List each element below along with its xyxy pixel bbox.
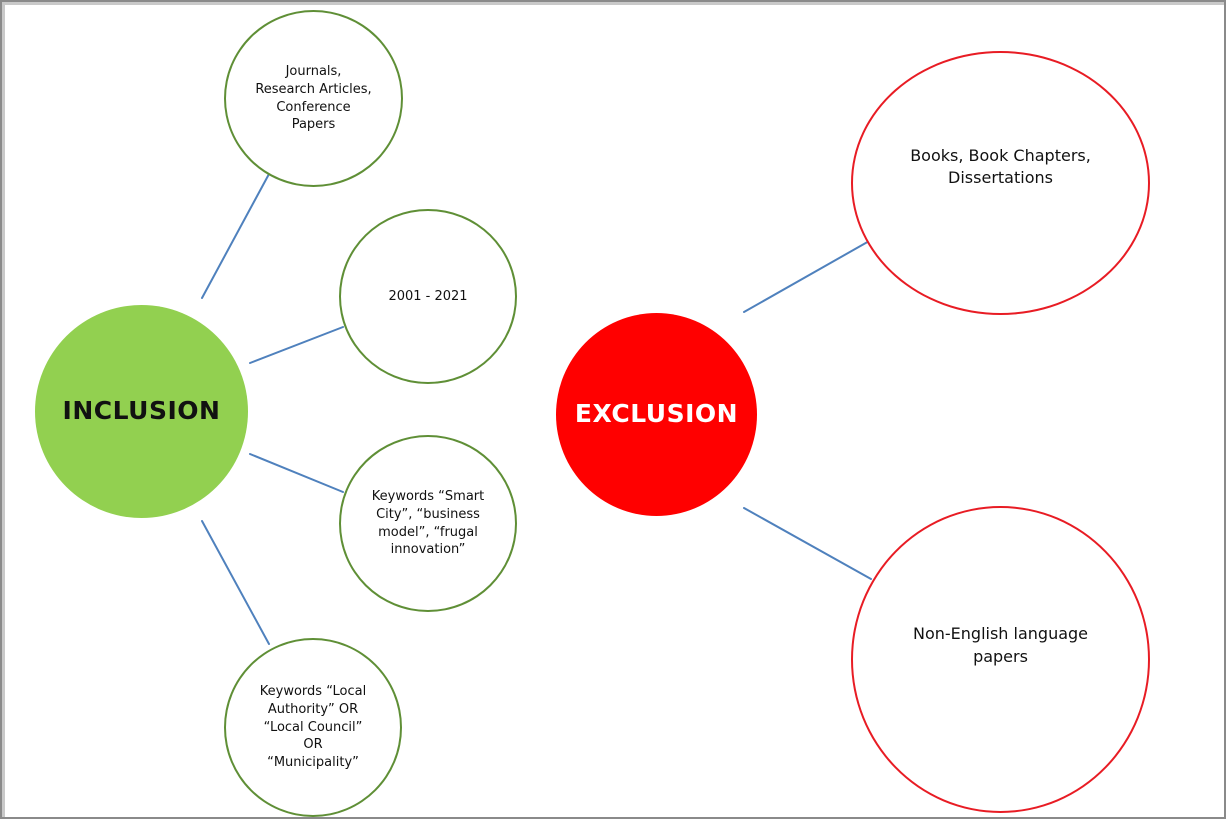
exclusion-criterion-text: Non-English language papers: [912, 624, 1089, 666]
inclusion-criterion-text: Keywords “Smart City”, “business model”,…: [371, 488, 485, 558]
exclusion-hub: EXCLUSION: [556, 313, 757, 516]
inclusion-hub: INCLUSION: [35, 305, 248, 518]
exclusion-label: EXCLUSION: [574, 399, 739, 429]
inclusion-criterion-date-range: 2001 - 2021: [339, 209, 517, 384]
inclusion-criterion-publication-types: Journals, Research Articles, Conference …: [224, 10, 403, 187]
inclusion-criterion-keywords-smart-city: Keywords “Smart City”, “business model”,…: [339, 435, 517, 612]
connector-inclusion-keywords-smart-city: [249, 453, 344, 493]
exclusion-criterion-text: Books, Book Chapters, Dissertations: [910, 145, 1091, 187]
connector-inclusion-years: [249, 326, 344, 364]
inclusion-criterion-keywords-local-authority: Keywords “Local Authority” OR “Local Cou…: [224, 638, 402, 817]
exclusion-criterion-books: Books, Book Chapters, Dissertations: [851, 51, 1150, 315]
inclusion-criterion-text: 2001 - 2021: [388, 288, 468, 304]
inclusion-criterion-text: Keywords “Local Authority” OR “Local Cou…: [259, 683, 367, 771]
connector-exclusion-non-english: [743, 507, 872, 580]
exclusion-criterion-non-english: Non-English language papers: [851, 506, 1150, 813]
connector-inclusion-keywords-local-authority: [201, 520, 270, 645]
connector-inclusion-journals: [201, 173, 270, 299]
inclusion-label: INCLUSION: [62, 396, 221, 426]
connector-exclusion-books: [743, 239, 872, 313]
inclusion-criterion-text: Journals, Research Articles, Conference …: [255, 63, 372, 133]
